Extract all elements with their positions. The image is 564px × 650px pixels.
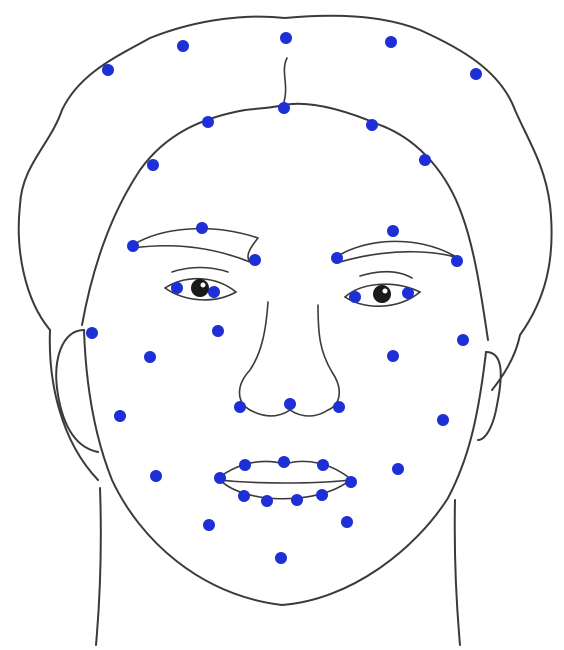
landmark-marker-14 [331,252,343,264]
landmark-marker-33 [239,459,251,471]
neck-left [96,488,101,645]
landmark-marker-22 [212,325,224,337]
landmark-marker-11 [127,240,139,252]
landmark-marker-27 [234,401,246,413]
landmark-marker-15 [387,225,399,237]
landmark-marker-20 [402,287,414,299]
landmark-marker-39 [261,495,273,507]
landmark-marker-16 [451,255,463,267]
landmark-marker-43 [341,516,353,528]
right-eye-pupil [373,285,391,303]
right-eye-crease [360,272,412,278]
landmark-marker-21 [86,327,98,339]
landmark-marker-42 [203,519,215,531]
landmark-markers [86,32,482,564]
landmark-marker-40 [291,494,303,506]
nose-left [240,302,269,410]
landmark-marker-24 [387,350,399,362]
left-eye-highlight [201,283,206,288]
landmark-marker-5 [470,68,482,80]
landmark-marker-7 [278,102,290,114]
lip-line [220,480,350,483]
landmark-marker-6 [202,116,214,128]
left-eye-crease [172,268,228,273]
hairline [82,104,488,340]
landmark-marker-35 [317,459,329,471]
landmark-marker-19 [349,291,361,303]
nose-right [318,305,339,410]
landmark-marker-1 [102,64,114,76]
left-eyebrow [133,229,258,262]
landmark-marker-32 [214,472,226,484]
landmark-marker-25 [457,334,469,346]
landmark-marker-18 [208,286,220,298]
left-eye-pupil [191,279,209,297]
landmark-marker-23 [144,351,156,363]
landmark-marker-26 [114,410,126,422]
landmark-marker-10 [419,154,431,166]
landmark-marker-30 [437,414,449,426]
landmark-marker-12 [196,222,208,234]
landmark-marker-9 [147,159,159,171]
landmark-marker-41 [316,489,328,501]
landmark-marker-44 [275,552,287,564]
landmark-marker-38 [238,490,250,502]
landmark-marker-31 [150,470,162,482]
landmark-marker-2 [177,40,189,52]
landmark-marker-17 [171,282,183,294]
hair-parting [283,58,287,105]
right-ear [478,352,501,440]
landmark-marker-8 [366,119,378,131]
landmark-marker-4 [385,36,397,48]
landmark-marker-37 [392,463,404,475]
right-eyebrow [335,241,458,262]
landmark-marker-28 [284,398,296,410]
right-eye-highlight [383,289,388,294]
left-ear [56,330,98,452]
landmark-marker-29 [333,401,345,413]
landmark-marker-36 [345,476,357,488]
nose-bottom [250,410,328,416]
landmark-marker-34 [278,456,290,468]
landmark-marker-13 [249,254,261,266]
landmark-marker-3 [280,32,292,44]
neck-right [455,500,460,645]
